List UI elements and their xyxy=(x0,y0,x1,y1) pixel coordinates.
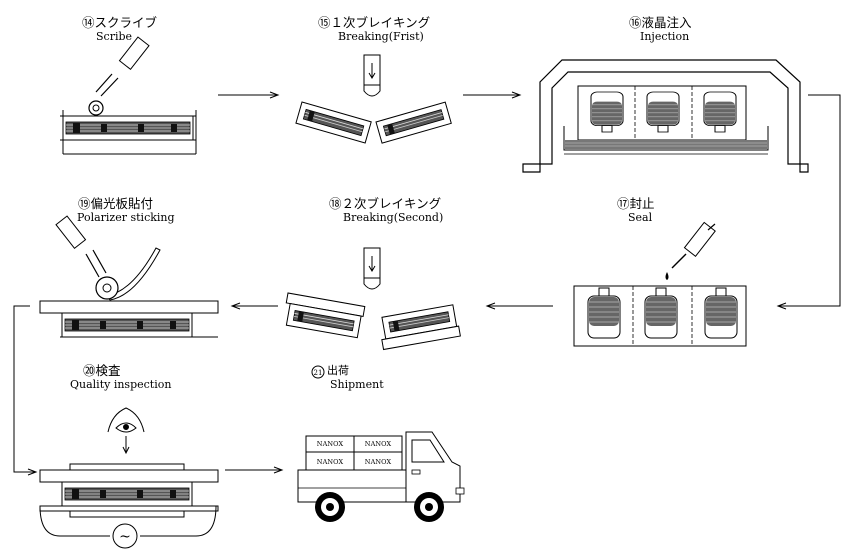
eye-icon xyxy=(107,407,145,455)
step-17-title: ⑰封止 xyxy=(617,196,655,211)
arrow-right-icon xyxy=(225,466,284,474)
shipment-truck-illustration xyxy=(297,431,465,522)
scribe-illustration xyxy=(60,36,197,155)
seal-illustration xyxy=(573,221,747,347)
step-15-subtitle: Breaking(Frist) xyxy=(338,30,424,43)
sealant-dispenser-icon xyxy=(665,221,716,280)
breaking-blade-icon xyxy=(363,247,381,290)
step-number-circle xyxy=(311,365,325,379)
polarizer-illustration xyxy=(39,215,219,338)
box-label: NANOX xyxy=(365,440,392,448)
wheel-icon xyxy=(414,492,444,522)
box-label: NANOX xyxy=(317,458,344,466)
step-21-title: 出荷 xyxy=(327,364,349,377)
step-21-number: 21 xyxy=(314,369,323,377)
step-21-subtitle: Shipment xyxy=(330,378,384,391)
laminating-roller-icon xyxy=(55,215,119,300)
step-19-subtitle: Polarizer sticking xyxy=(77,211,175,224)
step-19-title: ⑲偏光板貼付 xyxy=(78,196,154,211)
step-14-subtitle: Scribe xyxy=(96,30,133,43)
box-label: NANOX xyxy=(317,440,344,448)
arrow-connector-icon xyxy=(13,305,38,476)
step-16-subtitle: Injection xyxy=(640,30,690,43)
step-20-title: ⑳検査 xyxy=(83,363,121,378)
wheel-icon xyxy=(315,492,345,522)
step-15-title: ⑮１次ブレイキング xyxy=(318,15,431,30)
inspection-illustration xyxy=(39,407,219,549)
ac-power-symbol: ~ xyxy=(119,529,131,545)
scribe-cutter-icon xyxy=(88,36,150,116)
step-18-title: ⑱２次ブレイキング xyxy=(329,196,442,211)
arrow-left-icon xyxy=(485,302,553,310)
arrow-left-icon xyxy=(230,302,278,310)
breaking-first-illustration xyxy=(295,54,452,144)
step-18-subtitle: Breaking(Second) xyxy=(343,211,444,224)
breaking-blade-icon xyxy=(363,54,381,97)
breaking-second-illustration xyxy=(285,247,461,351)
flow-arrows xyxy=(13,91,841,476)
cargo-box xyxy=(305,435,403,471)
ac-power-source-icon xyxy=(112,523,138,549)
arrow-right-icon xyxy=(218,91,280,99)
step-16-title: ⑯液晶注入 xyxy=(629,15,692,30)
box-label: NANOX xyxy=(365,458,392,466)
step-20-subtitle: Quality inspection xyxy=(70,378,172,391)
arrow-connector-icon xyxy=(776,94,841,310)
step-17-subtitle: Seal xyxy=(628,211,653,224)
step-14-title: ⑭スクライブ xyxy=(82,15,158,30)
injection-chamber-illustration xyxy=(522,59,809,173)
arrow-right-icon xyxy=(463,91,522,99)
